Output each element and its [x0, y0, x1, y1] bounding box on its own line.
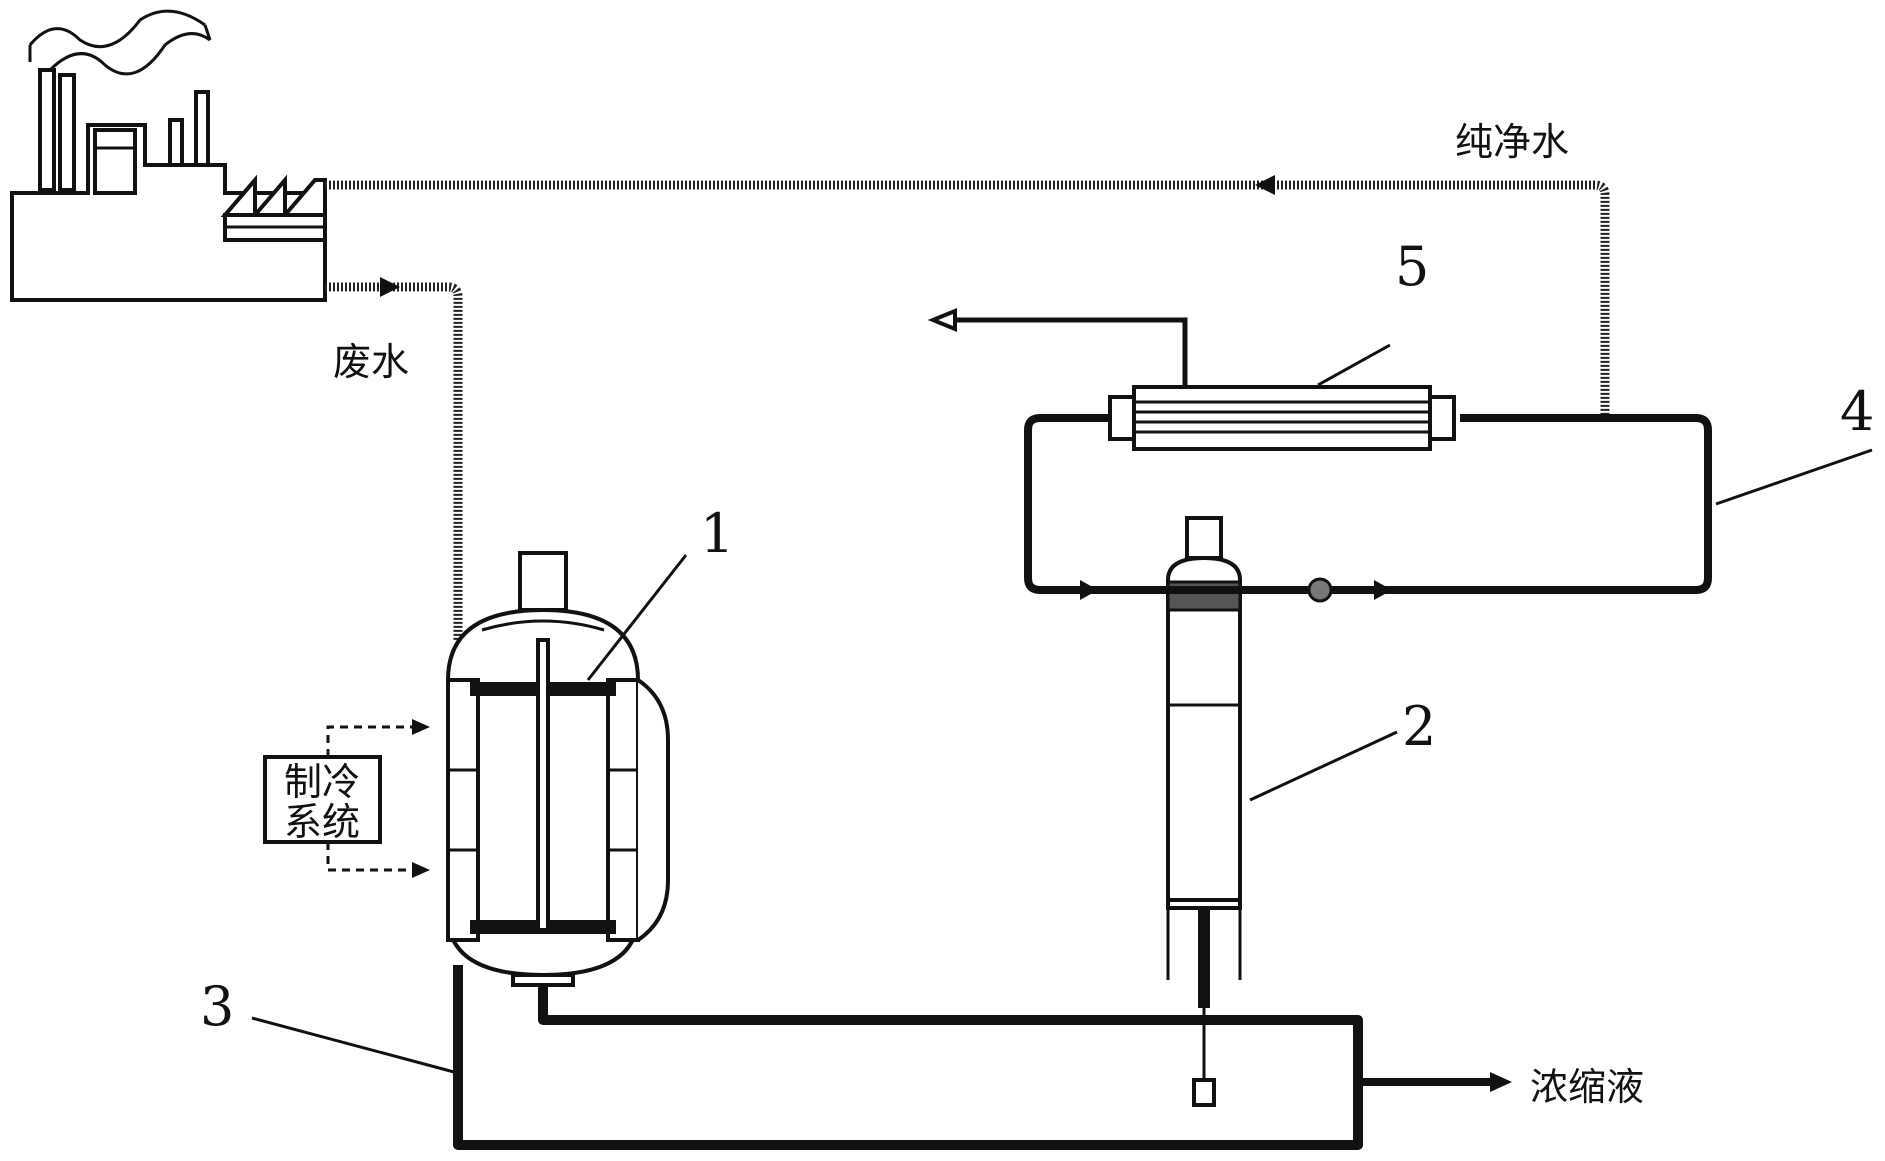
loop-pipe-3	[453, 965, 1363, 1150]
leader-5	[1317, 343, 1391, 387]
component-number-4: 4	[1840, 380, 1874, 443]
component-number-5: 5	[1395, 235, 1429, 298]
leader-2	[1249, 730, 1398, 802]
pure-water-label: 纯净水	[1455, 120, 1569, 164]
refrigeration-label-line1: 制冷	[284, 760, 360, 804]
concentrate-label: 浓缩液	[1530, 1065, 1644, 1109]
component-number-2: 2	[1402, 695, 1436, 758]
membrane-module-5	[927, 308, 1456, 451]
waste-water-label: 废水	[333, 340, 409, 384]
waste-water-arrow	[380, 277, 400, 297]
leader-4	[1715, 448, 1873, 506]
refrigeration-label-line2: 系统	[284, 800, 360, 844]
circulation-loop-4	[1024, 414, 1712, 603]
component-number-3: 3	[200, 975, 234, 1038]
refrigeration-system: 制冷 系统	[263, 719, 430, 878]
pure-water-arrow	[1255, 175, 1275, 195]
factory-icon	[10, 9, 327, 302]
concentrate-arrow	[1490, 1072, 1512, 1092]
crystallizer-vessel	[446, 551, 670, 987]
pure-water-pipe	[325, 180, 1610, 415]
pump-cylinder	[1166, 516, 1242, 1107]
leader-3	[251, 1016, 455, 1074]
leader-1	[586, 554, 688, 681]
component-number-1: 1	[700, 502, 734, 565]
